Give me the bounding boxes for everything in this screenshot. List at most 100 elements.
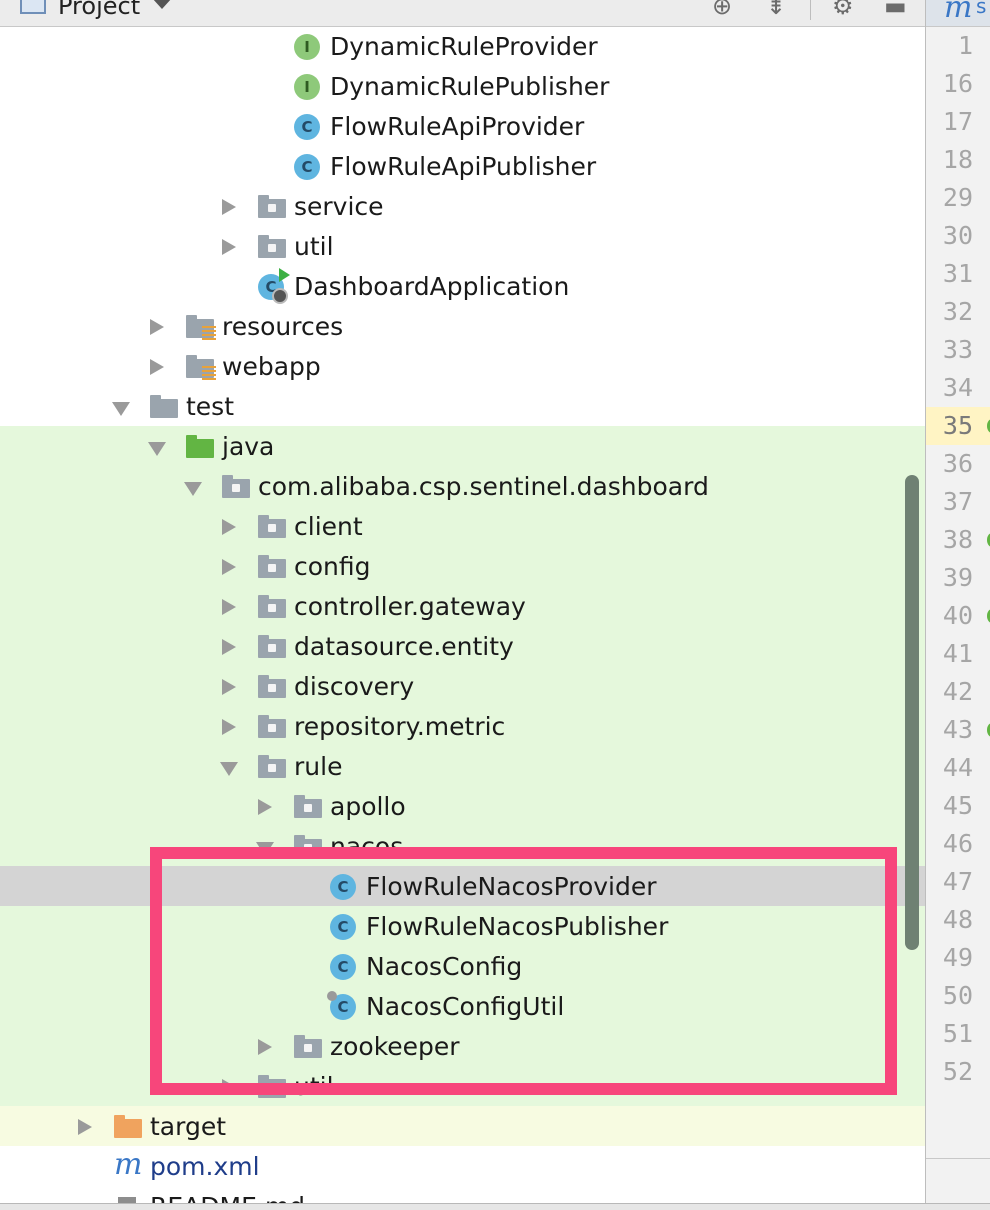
line-number[interactable]: 29 bbox=[942, 183, 973, 212]
tree-row[interactable]: test bbox=[0, 387, 925, 427]
collapsed-arrow-icon[interactable] bbox=[222, 719, 236, 735]
tree-row[interactable]: datasource.entity bbox=[0, 627, 925, 667]
class-icon: C bbox=[330, 874, 356, 900]
tree-row-label: java bbox=[222, 432, 275, 461]
locate-icon[interactable]: ⊕ bbox=[712, 0, 733, 20]
tree-row[interactable]: com.alibaba.csp.sentinel.dashboard bbox=[0, 467, 925, 507]
line-number[interactable]: 35 bbox=[926, 407, 990, 445]
collapsed-arrow-icon[interactable] bbox=[222, 639, 236, 655]
package-folder-icon bbox=[294, 1035, 322, 1058]
expanded-arrow-icon[interactable] bbox=[220, 762, 238, 776]
line-number[interactable]: 51 bbox=[942, 1019, 973, 1048]
chevron-down-icon[interactable] bbox=[152, 0, 172, 9]
tree-row[interactable]: util bbox=[0, 227, 925, 267]
line-number[interactable]: 43 bbox=[942, 715, 973, 744]
collapse-all-icon[interactable]: ⇟ bbox=[766, 0, 787, 20]
tree-row[interactable]: client bbox=[0, 507, 925, 547]
expanded-arrow-icon[interactable] bbox=[184, 482, 202, 496]
editor-tab[interactable]: m s bbox=[926, 0, 990, 27]
line-number[interactable]: 34 bbox=[942, 373, 973, 402]
line-number[interactable]: 48 bbox=[942, 905, 973, 934]
package-folder-icon bbox=[258, 235, 286, 258]
line-number[interactable]: 38 bbox=[942, 525, 973, 554]
line-number[interactable]: 41 bbox=[942, 639, 973, 668]
collapsed-arrow-icon[interactable] bbox=[150, 359, 164, 375]
package-folder-icon bbox=[258, 595, 286, 618]
tree-row[interactable]: webapp bbox=[0, 347, 925, 387]
expanded-arrow-icon[interactable] bbox=[112, 402, 130, 416]
collapsed-arrow-icon[interactable] bbox=[258, 1039, 272, 1055]
gutter-marker-icon[interactable] bbox=[987, 723, 990, 737]
line-number[interactable]: 52 bbox=[942, 1057, 973, 1086]
horizontal-scrollbar[interactable] bbox=[0, 1203, 990, 1210]
tree-row[interactable]: repository.metric bbox=[0, 707, 925, 747]
tree-row[interactable]: service bbox=[0, 187, 925, 227]
editor-gutter: m s 1 16 17 18 29 30 31 32 33 34 35 36 37 38 39 40 41 42 4… bbox=[925, 0, 990, 1203]
tree-row[interactable]: apollo bbox=[0, 787, 925, 827]
maven-icon: m bbox=[944, 0, 973, 25]
line-number[interactable]: 42 bbox=[942, 677, 973, 706]
tree-row[interactable]: target bbox=[0, 1107, 925, 1147]
gutter-marker-icon[interactable] bbox=[987, 419, 990, 433]
tree-row[interactable]: README.md bbox=[0, 1187, 925, 1203]
line-number[interactable]: 36 bbox=[942, 449, 973, 478]
line-number[interactable]: 32 bbox=[942, 297, 973, 326]
line-number[interactable]: 40 bbox=[942, 601, 973, 630]
tree-scrollbar[interactable] bbox=[905, 475, 919, 950]
tree-row[interactable]: config bbox=[0, 547, 925, 587]
package-folder-icon bbox=[258, 515, 286, 538]
line-number[interactable]: 17 bbox=[942, 107, 973, 136]
line-number[interactable]: 45 bbox=[942, 791, 973, 820]
tree-row-label: apollo bbox=[330, 792, 406, 821]
tree-row[interactable]: resources bbox=[0, 307, 925, 347]
line-number[interactable]: 18 bbox=[942, 145, 973, 174]
collapsed-arrow-icon[interactable] bbox=[222, 519, 236, 535]
line-number[interactable]: 33 bbox=[942, 335, 973, 364]
collapsed-arrow-icon[interactable] bbox=[78, 1119, 92, 1135]
collapsed-arrow-icon[interactable] bbox=[222, 679, 236, 695]
tree-row-label: zookeeper bbox=[330, 1032, 460, 1061]
line-number[interactable]: 49 bbox=[942, 943, 973, 972]
collapsed-arrow-icon[interactable] bbox=[222, 559, 236, 575]
tree-row[interactable]: discovery bbox=[0, 667, 925, 707]
line-number[interactable]: 37 bbox=[942, 487, 973, 516]
tree-row[interactable]: java bbox=[0, 427, 925, 467]
line-number[interactable]: 50 bbox=[942, 981, 973, 1010]
gutter-marker-icon[interactable] bbox=[987, 533, 990, 547]
line-number[interactable]: 39 bbox=[942, 563, 973, 592]
line-number[interactable]: 44 bbox=[942, 753, 973, 782]
project-view-title[interactable]: Project bbox=[58, 0, 141, 20]
collapsed-arrow-icon[interactable] bbox=[222, 199, 236, 215]
hide-icon[interactable]: ▬ bbox=[884, 0, 907, 20]
gutter-marker-icon[interactable] bbox=[987, 609, 990, 623]
line-number[interactable]: 16 bbox=[942, 69, 973, 98]
line-number[interactable]: 46 bbox=[942, 829, 973, 858]
collapsed-arrow-icon[interactable] bbox=[222, 239, 236, 255]
project-icon bbox=[20, 0, 46, 14]
class-icon: C bbox=[330, 914, 356, 940]
collapsed-arrow-icon[interactable] bbox=[150, 319, 164, 335]
line-number[interactable]: 1 bbox=[957, 31, 973, 60]
line-number[interactable]: 31 bbox=[942, 259, 973, 288]
settings-icon[interactable]: ⚙ bbox=[832, 0, 854, 20]
tree-row[interactable]: zookeeper bbox=[0, 1027, 925, 1067]
collapsed-arrow-icon[interactable] bbox=[258, 799, 272, 815]
test-source-folder-icon bbox=[186, 435, 214, 458]
expanded-arrow-icon[interactable] bbox=[148, 442, 166, 456]
line-number[interactable]: 47 bbox=[942, 867, 973, 896]
package-folder-icon bbox=[258, 715, 286, 738]
tree-row[interactable]: rule bbox=[0, 747, 925, 787]
collapsed-arrow-icon[interactable] bbox=[222, 599, 236, 615]
line-number[interactable]: 30 bbox=[942, 221, 973, 250]
tree-row[interactable]: controller.gateway bbox=[0, 587, 925, 627]
